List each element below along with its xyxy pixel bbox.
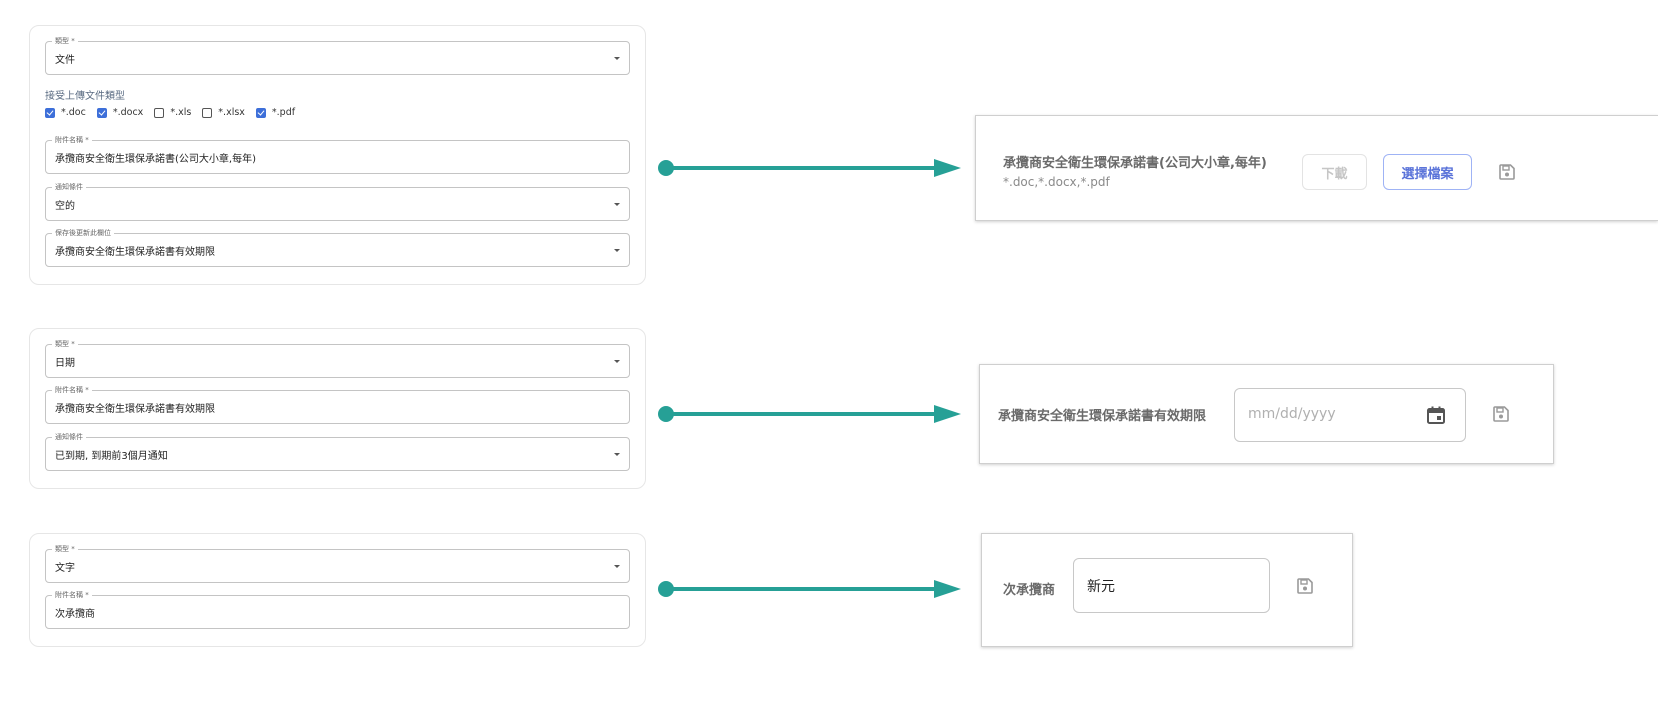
checkbox-label: *.xlsx (218, 107, 245, 118)
attachment-name-value: 承攬商安全衛生環保承諾書有效期限 (55, 403, 215, 415)
attachment-name-value: 承攬商安全衛生環保承諾書(公司大小章,每年) (55, 153, 256, 165)
type-legend: 類型 * (52, 544, 78, 554)
checkbox-xlsx[interactable]: *.xlsx (202, 107, 245, 118)
config-card-text: 類型 * 文字 附件名稱 * 次承攬商 (29, 533, 646, 647)
checkbox-icon[interactable] (45, 107, 55, 118)
attachment-name-field[interactable]: 附件名稱 * 次承攬商 (45, 590, 630, 629)
checkbox-label: *.docx (112, 107, 144, 118)
save-icon[interactable] (1498, 163, 1516, 181)
calendar-icon[interactable] (1426, 405, 1446, 425)
preview-title: 承攬商安全衛生環保承諾書(公司大小章,每年) (1003, 156, 1267, 171)
save-icon[interactable] (1296, 577, 1314, 595)
download-button[interactable]: 下載 (1302, 154, 1367, 190)
preview-label: 承攬商安全衛生環保承諾書有效期限 (998, 409, 1207, 424)
preview-text-field: 次承攬商 新元 (981, 533, 1353, 647)
attachment-name-legend: 附件名稱 * (52, 135, 92, 145)
checkbox-icon[interactable] (202, 107, 213, 118)
checkbox-icon[interactable] (96, 107, 107, 118)
choose-file-button[interactable]: 選擇檔案 (1383, 154, 1472, 190)
type-value: 日期 (55, 357, 75, 369)
attachment-name-legend: 附件名稱 * (52, 590, 92, 600)
config-card-date: 類型 * 日期 附件名稱 * 承攬商安全衛生環保承諾書有效期限 通知條件 已到期… (29, 328, 646, 489)
checkbox-label: *.pdf (271, 107, 296, 118)
update-field-select[interactable]: 保存後更新此欄位 承攬商安全衛生環保承諾書有效期限 (45, 228, 630, 267)
attachment-name-field[interactable]: 附件名稱 * 承攬商安全衛生環保承諾書(公司大小章,每年) (45, 135, 630, 174)
type-select[interactable]: 類型 * 文件 (45, 36, 630, 75)
preview-filetypes: *.doc,*.docx,*.pdf (1003, 175, 1110, 189)
update-value: 承攬商安全衛生環保承諾書有效期限 (55, 246, 215, 258)
date-input[interactable]: mm/dd/yyyy (1234, 388, 1466, 442)
chevron-down-icon (614, 360, 620, 363)
config-card-document: 類型 * 文件 接受上傳文件類型 *.doc *.docx *.xls *.xl… (29, 25, 646, 285)
date-placeholder: mm/dd/yyyy (1248, 406, 1336, 422)
type-select[interactable]: 類型 * 日期 (45, 339, 630, 378)
accepted-filetypes-label: 接受上傳文件類型 (45, 91, 125, 102)
type-legend: 類型 * (52, 339, 78, 349)
checkbox-label: *.xls (170, 107, 192, 118)
text-input[interactable]: 新元 (1073, 558, 1270, 613)
attachment-name-legend: 附件名稱 * (52, 385, 92, 395)
checkbox-doc[interactable]: *.doc (45, 107, 86, 118)
checkbox-icon[interactable] (255, 107, 266, 118)
save-icon[interactable] (1492, 405, 1510, 423)
filetype-checkboxes: *.doc *.docx *.xls *.xlsx *.pdf (45, 107, 306, 118)
text-input-value: 新元 (1087, 579, 1115, 595)
type-value: 文字 (55, 562, 75, 574)
notify-legend: 通知條件 (52, 182, 86, 192)
chevron-down-icon (614, 565, 620, 568)
notify-legend: 通知條件 (52, 432, 86, 442)
attachment-name-value: 次承攬商 (55, 608, 95, 620)
arrow-right-icon (658, 405, 961, 423)
preview-date-field: 承攬商安全衛生環保承諾書有效期限 mm/dd/yyyy (979, 364, 1554, 464)
notify-value: 空的 (55, 200, 75, 212)
chevron-down-icon (614, 57, 620, 60)
notify-condition-select[interactable]: 通知條件 已到期, 到期前3個月通知 (45, 432, 630, 471)
arrow-right-icon (658, 159, 961, 177)
notify-condition-select[interactable]: 通知條件 空的 (45, 182, 630, 221)
chevron-down-icon (614, 453, 620, 456)
chevron-down-icon (614, 249, 620, 252)
type-value: 文件 (55, 54, 75, 66)
type-select[interactable]: 類型 * 文字 (45, 544, 630, 583)
checkbox-docx[interactable]: *.docx (96, 107, 144, 118)
update-legend: 保存後更新此欄位 (52, 228, 114, 238)
checkbox-pdf[interactable]: *.pdf (255, 107, 296, 118)
arrow-right-icon (658, 580, 961, 598)
checkbox-icon[interactable] (154, 107, 165, 118)
type-legend: 類型 * (52, 36, 78, 46)
checkbox-xls[interactable]: *.xls (154, 107, 191, 118)
attachment-name-field[interactable]: 附件名稱 * 承攬商安全衛生環保承諾書有效期限 (45, 385, 630, 424)
notify-value: 已到期, 到期前3個月通知 (55, 450, 168, 462)
chevron-down-icon (614, 203, 620, 206)
checkbox-label: *.doc (61, 107, 86, 118)
preview-file-upload: 承攬商安全衛生環保承諾書(公司大小章,每年) *.doc,*.docx,*.pd… (975, 115, 1658, 221)
preview-label: 次承攬商 (1003, 583, 1056, 598)
